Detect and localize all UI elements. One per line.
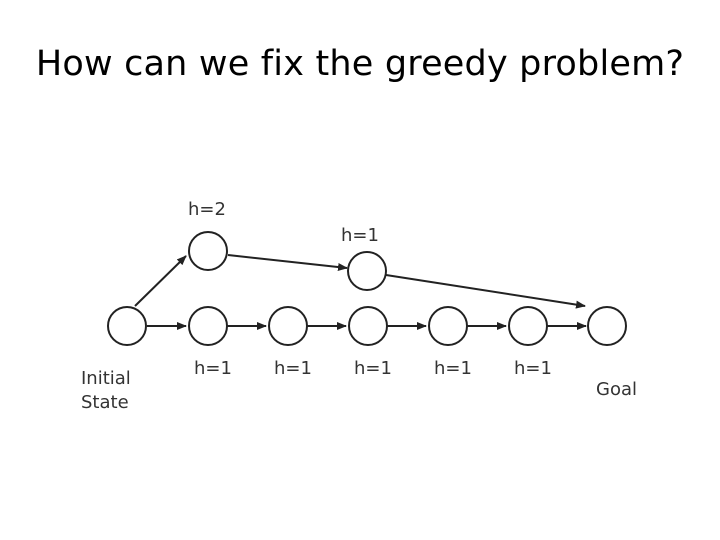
graph-nodes <box>107 231 627 346</box>
node-chain-5 <box>508 306 548 346</box>
node-goal <box>587 306 627 346</box>
chain-label-2: h=1 <box>274 358 312 379</box>
chain-label-1: h=1 <box>194 358 232 379</box>
upper-node-2-label: h=1 <box>341 225 379 246</box>
node-chain-2 <box>268 306 308 346</box>
node-initial-state <box>107 306 147 346</box>
node-chain-4 <box>428 306 468 346</box>
chain-label-3: h=1 <box>354 358 392 379</box>
edge-upper2-to-goal <box>385 274 586 309</box>
initial-state-label-line2: State <box>81 392 129 413</box>
node-chain-1 <box>188 306 228 346</box>
chain-label-5: h=1 <box>514 358 552 379</box>
edge-initial-to-upper1 <box>134 255 187 307</box>
graph-edges <box>134 254 587 330</box>
chain-label-4: h=1 <box>434 358 472 379</box>
initial-state-label-line1: Initial <box>81 368 131 389</box>
graph-labels: h=2 h=1 h=1 h=1 h=1 h=1 h=1 Initial Stat… <box>81 199 637 413</box>
upper-node-1-label: h=2 <box>188 199 226 220</box>
node-upper-1 <box>188 231 228 271</box>
slide-title: How can we fix the greedy problem? <box>35 44 685 84</box>
node-upper-2 <box>347 251 387 291</box>
node-chain-3 <box>348 306 388 346</box>
edge-upper1-to-upper2 <box>227 254 348 271</box>
goal-label: Goal <box>596 379 637 400</box>
